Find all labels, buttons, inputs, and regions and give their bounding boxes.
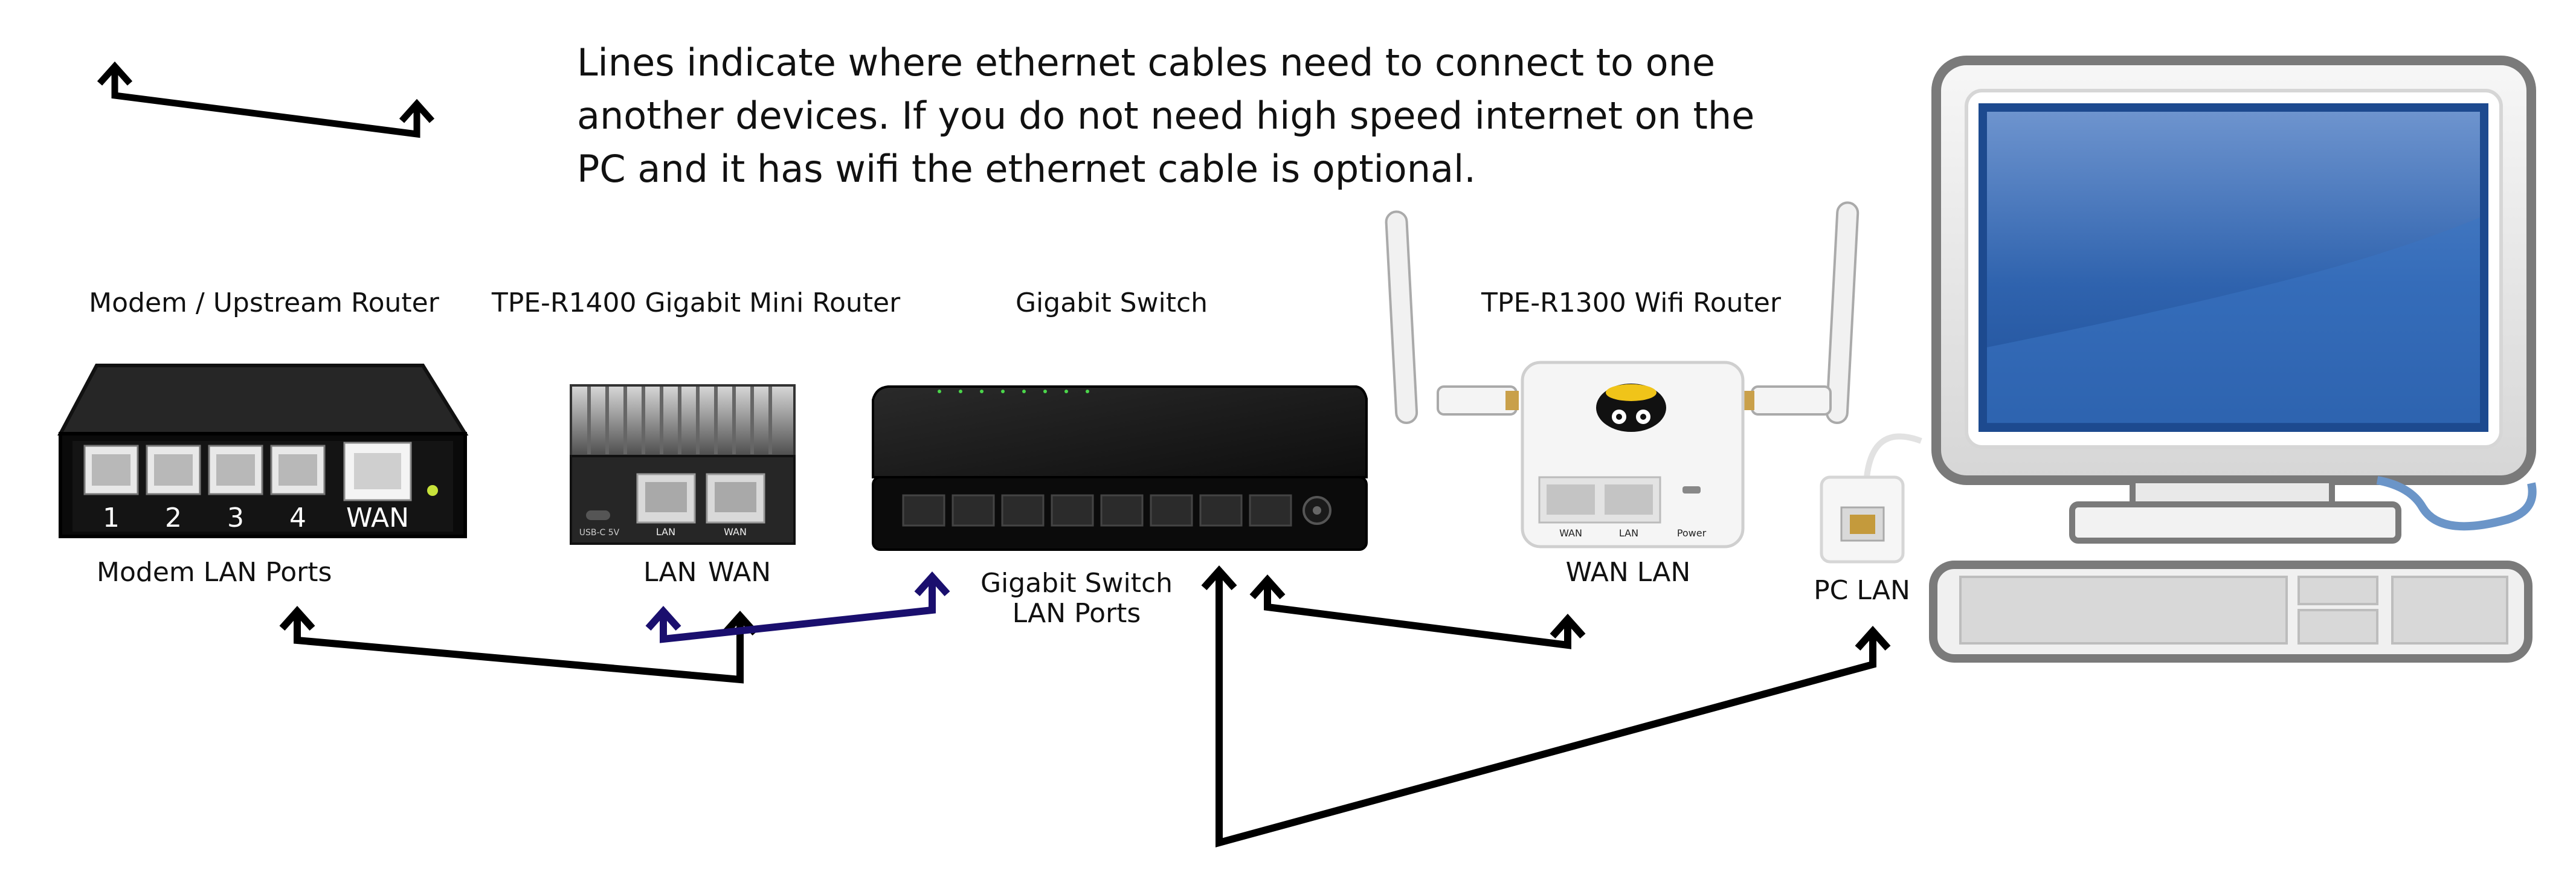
wifi-router-device: WAN LAN Power	[1385, 201, 1860, 548]
mini-router-device: USB-C 5V LAN WAN	[570, 384, 796, 545]
wifi-router-title: TPE-R1300 Wifi Router	[1481, 288, 1781, 318]
wifi-router-power-label: Power	[1677, 527, 1707, 539]
pc-lan-caption: PC LAN	[1814, 575, 1910, 606]
brand-mascot-icon	[1596, 384, 1666, 432]
modem-title: Modem / Upstream Router	[89, 288, 439, 318]
modem-lan-ports-caption: Modem LAN Ports	[97, 557, 332, 588]
pc-lan-port-device	[1820, 433, 1922, 564]
intro-line-3: PC and it has wifi the ethernet cable is…	[577, 147, 1476, 191]
switch-ports-caption-line-1: Gigabit Switch	[980, 568, 1173, 599]
intro-text: Lines indicate where ethernet cables nee…	[577, 36, 1785, 196]
keyboard-icon	[1929, 561, 2533, 663]
modem-port-icons	[83, 442, 412, 501]
mini-router-usb-label: USB-C 5V	[579, 528, 620, 538]
wifi-router-power-port-icon	[1682, 486, 1701, 494]
mini-router-wan-caption: WAN	[708, 557, 771, 588]
desktop-pc-device	[1929, 56, 2537, 663]
wifi-router-wan-port-label: WAN	[1559, 527, 1582, 539]
cable-mini-router-to-switch	[645, 571, 950, 643]
ethernet-jack-icon	[1850, 515, 1875, 534]
switch-title: Gigabit Switch	[1015, 288, 1208, 318]
cable-switch-to-wifi-router	[1249, 574, 1586, 649]
modem-port-4-label: 4	[289, 503, 306, 533]
mini-router-lan-caption: LAN	[643, 557, 697, 588]
legend-cable-icon	[97, 61, 435, 138]
wifi-router-wan-port-icon	[1547, 484, 1595, 515]
modem-port-2-label: 2	[165, 503, 182, 533]
modem-led-icon	[427, 485, 438, 496]
mini-router-wan-port-label: WAN	[724, 526, 747, 538]
switch-port-icons	[902, 494, 1292, 527]
modem-port-1-label: 1	[103, 503, 120, 533]
wifi-router-lan-port-label: LAN	[1619, 527, 1638, 539]
modem-wan-label: WAN	[346, 503, 409, 533]
switch-device	[872, 385, 1368, 551]
mini-router-title: TPE-R1400 Gigabit Mini Router	[491, 288, 901, 318]
intro-line-1: Lines indicate where ethernet cables nee…	[577, 40, 1716, 85]
antenna-right-icon	[1741, 201, 1860, 425]
wifi-router-ports-caption: WAN LAN	[1565, 557, 1691, 588]
switch-ports-caption-line-2: LAN Ports	[1012, 598, 1141, 629]
modem-port-3-label: 3	[227, 503, 244, 533]
cable-switch-to-pc	[1201, 565, 1891, 847]
usb-c-port-icon	[586, 510, 610, 520]
cable-modem-to-mini-router	[279, 605, 758, 684]
mini-router-lan-port-label: LAN	[656, 526, 675, 538]
intro-line-2: another devices. If you do not need high…	[577, 94, 1755, 138]
antenna-left-icon	[1385, 210, 1519, 425]
modem-device: 1 2 3 4 WAN	[57, 364, 469, 538]
wifi-router-lan-port-icon	[1605, 484, 1653, 515]
